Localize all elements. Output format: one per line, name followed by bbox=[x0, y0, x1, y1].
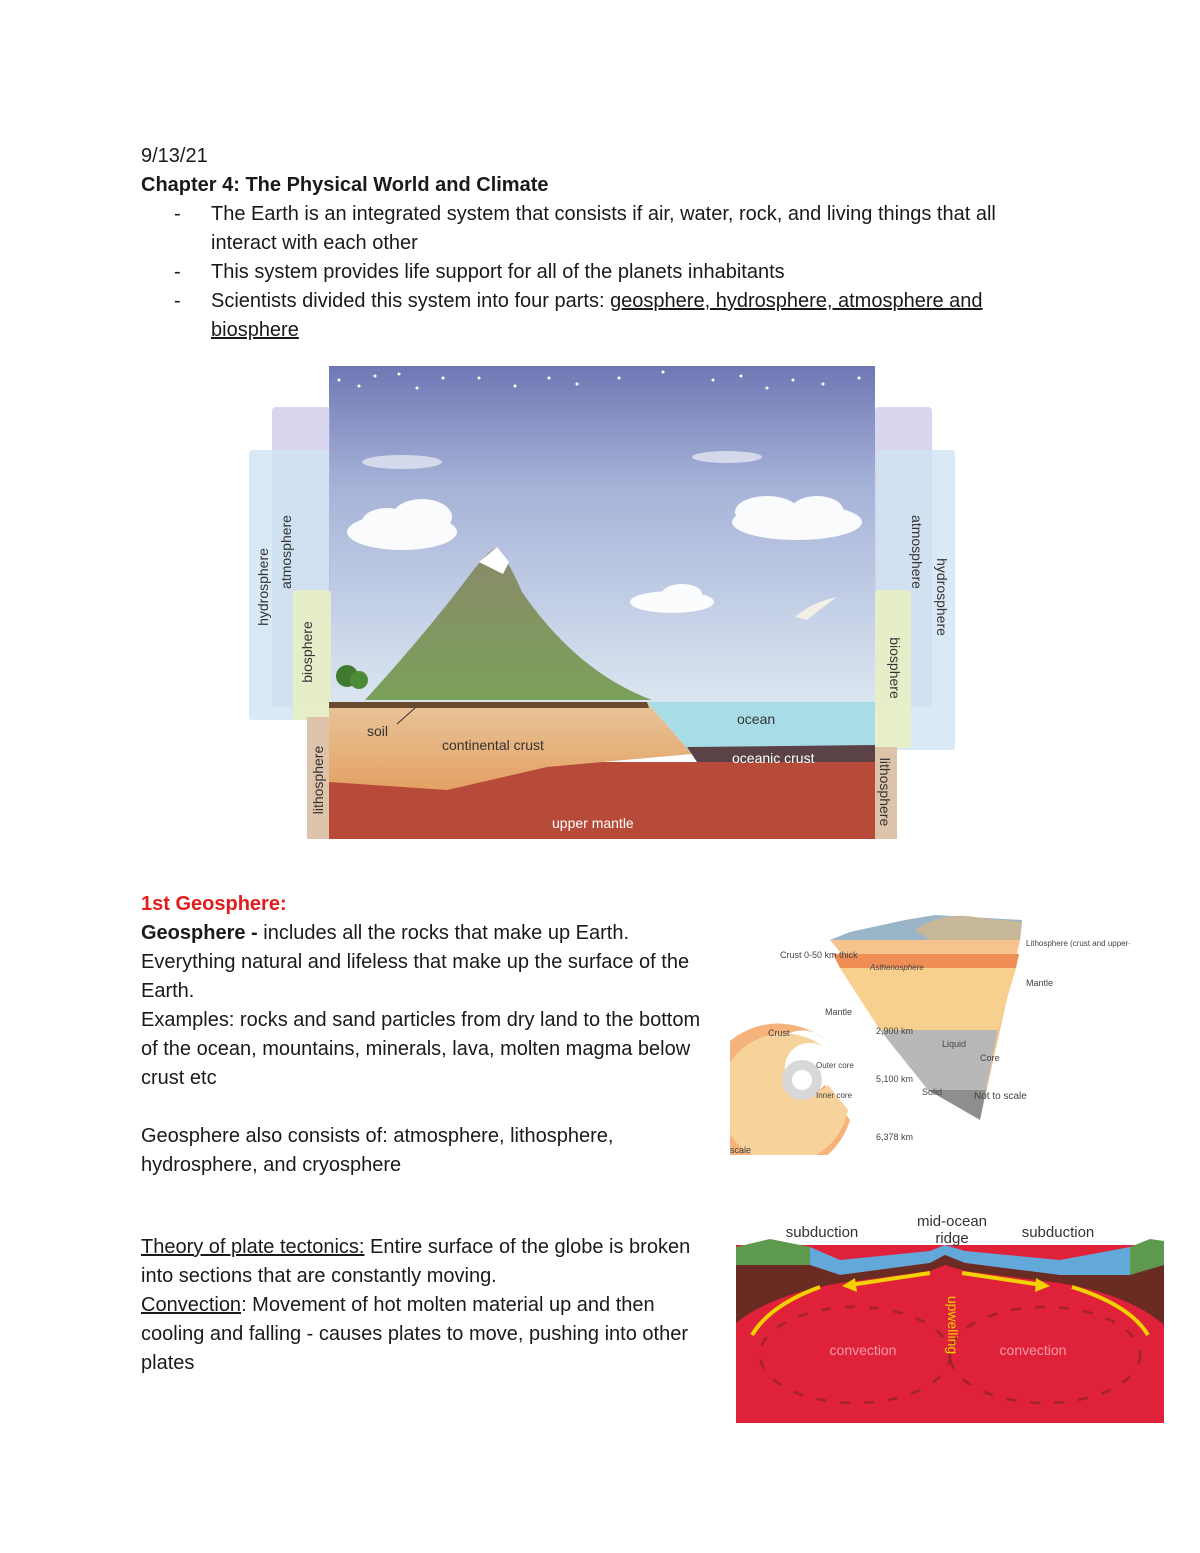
hydrosphere-label-left: hydrosphere bbox=[255, 548, 271, 626]
theory-paragraph: Theory of plate tectonics: Entire surfac… bbox=[141, 1233, 711, 1291]
convection-text: : Movement of hot molten material up and… bbox=[141, 1294, 689, 1374]
theory-term: Theory of plate tectonics: bbox=[141, 1236, 365, 1258]
upwelling-label: upwelling bbox=[945, 1296, 961, 1354]
date: 9/13/21 bbox=[141, 145, 208, 167]
ocean-label: ocean bbox=[737, 711, 775, 727]
lithosphere-note-label: Lithosphere (crust and upper-most solid … bbox=[1026, 939, 1130, 948]
lithosphere-label-right: lithosphere bbox=[877, 758, 893, 827]
depth-5100-label: 5,100 km bbox=[876, 1074, 913, 1084]
geosphere-definition: Geosphere - includes all the rocks that … bbox=[141, 919, 711, 1006]
tree bbox=[350, 671, 368, 689]
depth-2900-label: 2,900 km bbox=[876, 1026, 913, 1036]
mountain bbox=[365, 547, 652, 700]
biosphere-frame-left bbox=[293, 590, 331, 720]
biosphere-label-right: biosphere bbox=[887, 637, 903, 699]
lithosphere-label-left: lithosphere bbox=[310, 746, 326, 815]
upper-mantle-label: upper mantle bbox=[552, 815, 634, 831]
convection-left-label: convection bbox=[830, 1342, 897, 1358]
ocean-layer bbox=[736, 1245, 1164, 1275]
four-parts-link[interactable]: geosphere, hydrosphere, atmosphere and b… bbox=[211, 290, 983, 341]
geosphere-heading: 1st Geosphere: bbox=[141, 893, 287, 915]
plate-tectonics-body: Theory of plate tectonics: Entire surfac… bbox=[141, 1233, 711, 1378]
bullet-item: This system provides life support for al… bbox=[141, 258, 1061, 287]
inner-core-label: Inner core bbox=[816, 1091, 853, 1100]
bullet-item: Scientists divided this system into four… bbox=[141, 287, 1061, 345]
outer-core-band bbox=[880, 1030, 998, 1090]
atmosphere-label-right: atmosphere bbox=[909, 515, 925, 589]
bullet-list: The Earth is an integrated system that c… bbox=[141, 200, 1061, 345]
convection-paragraph: Convection: Movement of hot molten mater… bbox=[141, 1291, 711, 1378]
convection-term: Convection bbox=[141, 1294, 242, 1316]
subduction-left-label: subduction bbox=[786, 1224, 859, 1241]
soil-label: soil bbox=[367, 723, 388, 739]
scale-label: scale bbox=[730, 1145, 751, 1155]
inner-core-band bbox=[928, 1090, 986, 1120]
biosphere-label-left: biosphere bbox=[299, 621, 315, 683]
mantle-inner-label: Mantle bbox=[825, 1007, 852, 1017]
subduction-right-label: subduction bbox=[1022, 1224, 1095, 1241]
ridge-label: ridge bbox=[935, 1230, 968, 1247]
geosphere-body: Geosphere - includes all the rocks that … bbox=[141, 919, 711, 1180]
geosphere-term: Geosphere - bbox=[141, 922, 264, 944]
crust-thick-label: Crust 0-50 km thick bbox=[780, 950, 858, 960]
geosphere-consists: Geosphere also consists of: atmosphere, … bbox=[141, 1125, 614, 1176]
continental-crust bbox=[329, 702, 692, 790]
bullet-text: Scientists divided this system into four… bbox=[211, 290, 611, 312]
solid-label: Solid bbox=[922, 1087, 942, 1097]
not-to-scale-label: Not to scale bbox=[974, 1091, 1027, 1102]
theory-text: Entire surface of the globe is broken in… bbox=[141, 1236, 691, 1287]
depth-6378-label: 6,378 km bbox=[876, 1132, 913, 1142]
liquid-label: Liquid bbox=[942, 1039, 966, 1049]
lithosphere-frame-left bbox=[307, 717, 329, 839]
mantle-right-label: Mantle bbox=[1026, 978, 1053, 988]
oceanic-crust-label: oceanic crust bbox=[732, 750, 815, 766]
earth-layers-diagram: Crust 0-50 km thick Asthenosphere Lithos… bbox=[730, 915, 1130, 1155]
clouds bbox=[347, 451, 862, 613]
earth-system-diagram: hydrosphere atmosphere biosphere lithosp… bbox=[249, 366, 955, 839]
geosphere-definition-text: includes all the rocks that make up Eart… bbox=[141, 922, 690, 1002]
ocean-water bbox=[647, 702, 875, 754]
asthenosphere-band bbox=[833, 954, 1019, 968]
chapter-title: Chapter 4: The Physical World and Climat… bbox=[141, 174, 549, 196]
outer-core-label: Outer core bbox=[816, 1061, 854, 1070]
oceanic-crust bbox=[687, 745, 875, 762]
core-label: Core bbox=[980, 1053, 1000, 1063]
continental-crust-label: continental crust bbox=[442, 737, 544, 753]
atmosphere-label-left: atmosphere bbox=[278, 515, 294, 589]
lithosphere-frame-right bbox=[875, 747, 897, 839]
asthenosphere-label: Asthenosphere bbox=[869, 963, 924, 972]
convection-diagram: subduction mid-ocean ridge subduction up… bbox=[736, 1213, 1164, 1423]
hydrosphere-label-right: hydrosphere bbox=[934, 558, 950, 636]
stars bbox=[337, 370, 861, 390]
convection-right-label: convection bbox=[1000, 1342, 1067, 1358]
bird bbox=[795, 597, 837, 620]
convection-loop-right bbox=[948, 1305, 1142, 1405]
biosphere-frame-right bbox=[875, 590, 911, 748]
convection-loop-left bbox=[758, 1305, 952, 1405]
crust-label: Crust bbox=[768, 1028, 790, 1038]
geosphere-examples: Examples: rocks and sand particles from … bbox=[141, 1009, 701, 1089]
mid-ocean-label: mid-ocean bbox=[917, 1213, 987, 1230]
bullet-item: The Earth is an integrated system that c… bbox=[141, 200, 1061, 258]
